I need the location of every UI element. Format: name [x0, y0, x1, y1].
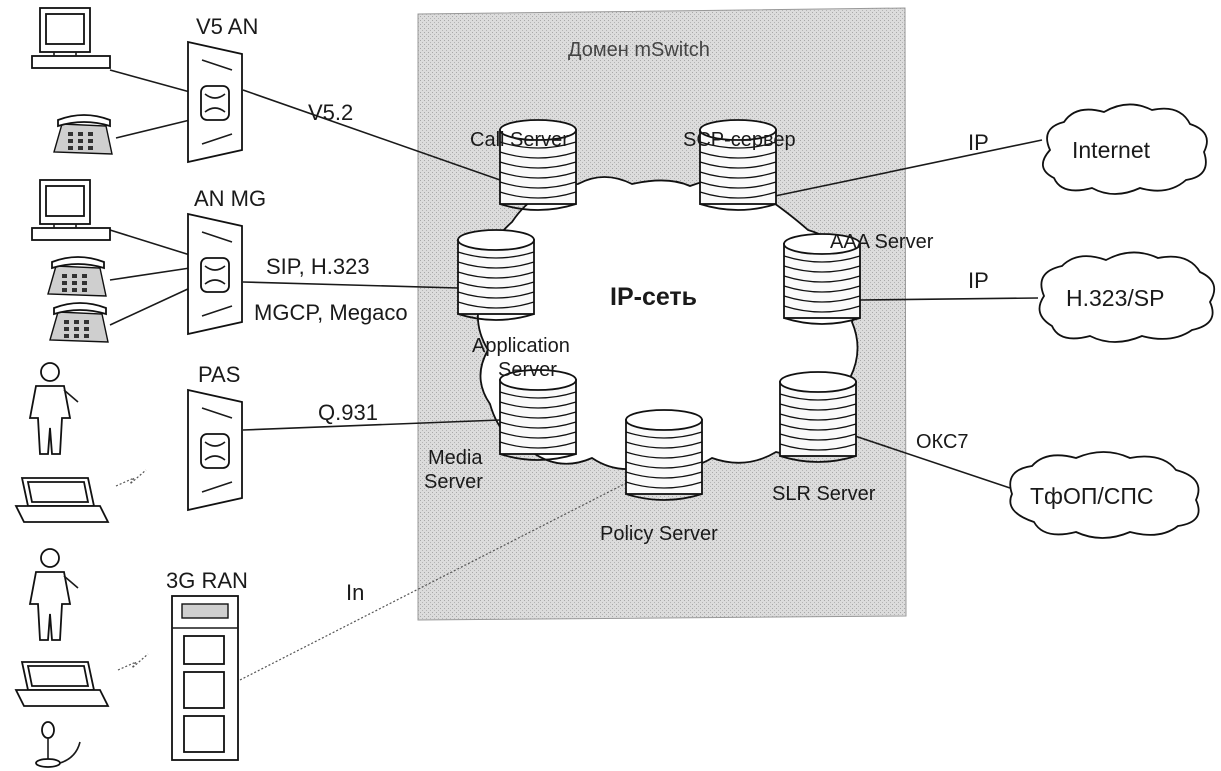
laptop-icon — [15, 477, 109, 523]
link-label-in: In — [346, 580, 364, 605]
desktop-computer-icon — [31, 179, 111, 241]
pstn-cloud: ТфОП/СПС — [1009, 451, 1200, 539]
anmg-label: AN MG — [194, 186, 266, 211]
v5an-label: V5 AN — [196, 14, 258, 39]
microphone-icon — [35, 721, 81, 768]
application-server-label-2: Server — [498, 359, 557, 381]
connection-lines — [109, 69, 1043, 681]
call-server-label: Call Server — [470, 129, 569, 151]
telephone-icon — [47, 256, 107, 297]
media-server-label-1: Media — [428, 447, 483, 469]
h323-cloud: H.323/SP — [1038, 251, 1216, 343]
application-server-label-1: Application — [472, 335, 570, 357]
telephone-icon — [53, 114, 113, 155]
slr-server-label: SLR Server — [772, 483, 876, 505]
pas-label: PAS — [198, 362, 240, 387]
person-icon — [29, 362, 79, 455]
cloud-icon — [1009, 451, 1200, 539]
person-icon — [29, 548, 79, 641]
slr-server-icon — [779, 371, 857, 463]
media-server-label-2: Server — [424, 471, 483, 493]
desktop-computer-icon — [31, 7, 111, 69]
laptop-icon — [15, 661, 109, 707]
v5an-gateway-icon — [187, 41, 243, 163]
ran-label: 3G RAN — [166, 568, 248, 593]
domain-label: Домен mSwitch — [568, 39, 710, 61]
pstn-label: ТфОП/СПС — [1030, 483, 1154, 509]
policy-server-icon — [625, 409, 703, 501]
link-label-v52: V5.2 — [308, 100, 353, 125]
cloud-icon — [1042, 103, 1208, 195]
ran-rack-icon — [171, 595, 239, 761]
link-label-sip: SIP, H.323 — [266, 254, 370, 279]
anmg-gateway-icon — [187, 213, 243, 335]
pas-gateway-icon — [187, 389, 243, 511]
internet-label: Internet — [1072, 137, 1151, 163]
application-server-icon — [457, 229, 535, 321]
link-label-q931: Q.931 — [318, 400, 378, 425]
wireless-link-icon — [117, 653, 149, 671]
link-label-ip-internet: IP — [968, 130, 989, 155]
ip-network-label: IP-сеть — [610, 283, 697, 311]
internet-cloud: Internet — [1042, 103, 1208, 195]
aaa-server-label: AAA Server — [830, 231, 934, 253]
policy-server-label: Policy Server — [600, 523, 718, 545]
telephone-icon — [49, 302, 109, 343]
scp-server-label: SCP-сервер — [683, 129, 796, 151]
link-label-ip-h323: IP — [968, 268, 989, 293]
media-server-icon — [499, 369, 577, 461]
h323-label: H.323/SP — [1066, 285, 1164, 311]
wireless-link-icon — [115, 469, 147, 487]
link-label-okc7: ОКС7 — [916, 431, 969, 453]
cloud-icon — [1038, 251, 1216, 343]
link-label-mgcp: MGCP, Megaco — [254, 300, 408, 325]
